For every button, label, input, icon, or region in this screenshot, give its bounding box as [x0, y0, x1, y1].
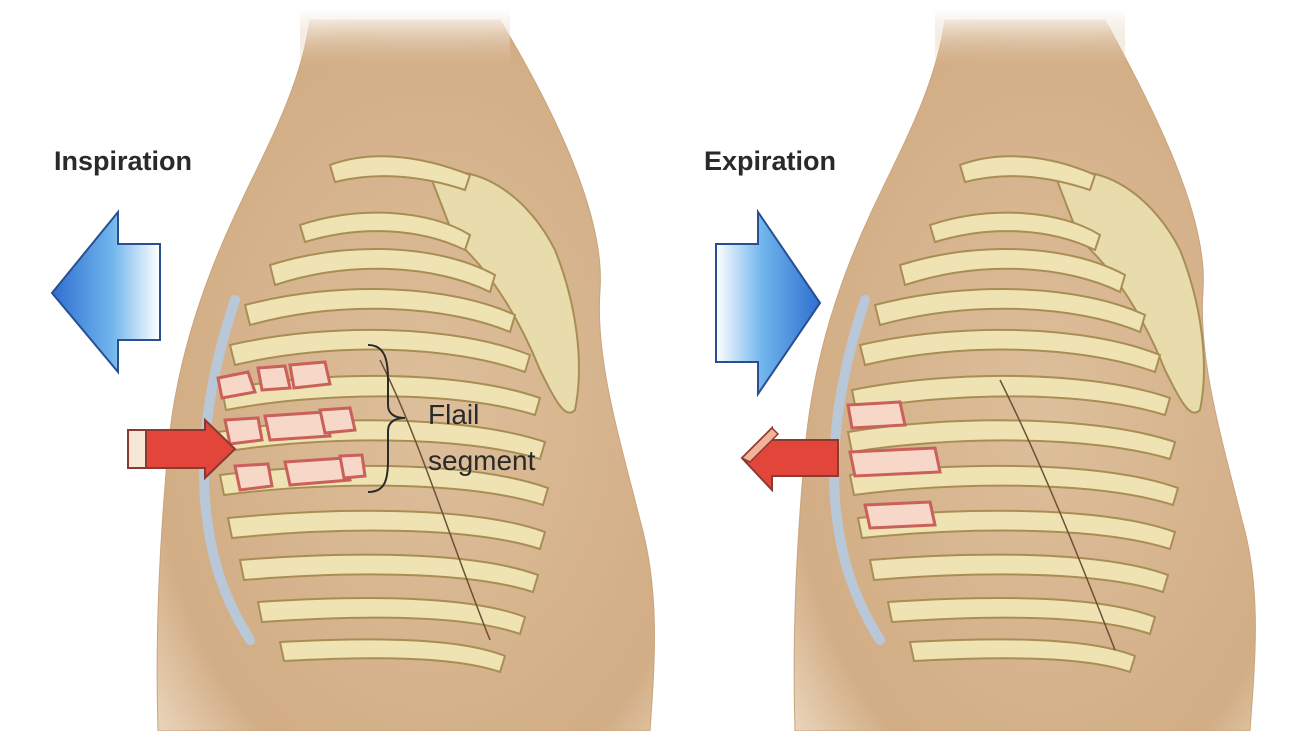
air-inflow-arrow	[716, 212, 820, 394]
annotation-line1: Flail	[428, 399, 479, 430]
inspiration-panel: Inspiration Flail segment	[52, 10, 654, 731]
annotation-line2: segment	[428, 445, 536, 476]
panel-title-inspiration: Inspiration	[54, 146, 192, 176]
expiration-panel: Expiration	[704, 10, 1255, 731]
panel-title-expiration: Expiration	[704, 146, 836, 176]
air-outflow-arrow	[52, 212, 160, 372]
